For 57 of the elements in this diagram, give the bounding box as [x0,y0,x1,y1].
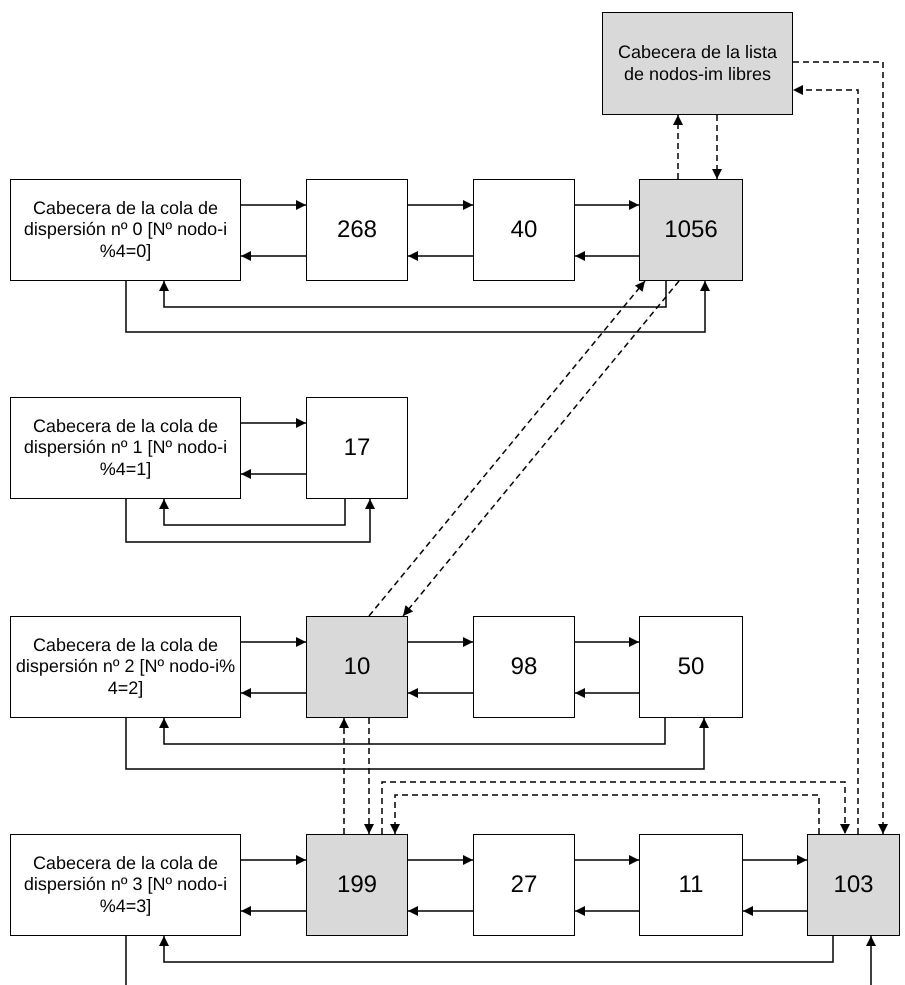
arrow [125,718,709,770]
arrow [159,281,667,308]
arrow [241,637,306,647]
arrow [241,906,306,916]
arrow [159,718,666,745]
arrow [241,855,306,865]
arrow [408,637,473,647]
arrow [408,200,473,210]
arrow [575,637,639,647]
dashed-arrow [390,794,820,834]
arrow [408,855,473,865]
arrow [408,688,473,698]
arrow [575,855,639,865]
arrow [743,906,807,916]
dashed-arrow [712,115,722,179]
arrow [575,200,639,210]
arrow [866,936,876,985]
arrow [575,251,639,261]
arrow [241,251,306,261]
list-node-box: 103 [807,834,900,936]
dashed-arrow [793,85,859,834]
arrow [125,499,375,543]
queue-header-box: Cabecera de la cola de dispersión nº 1 [Nº nodo-i %4=1] [10,397,241,499]
list-node-box: 268 [306,179,408,281]
list-header-box: Cabecera de la lista de nodos-im libres [602,12,793,115]
list-node-box: 27 [473,834,575,936]
arrow [743,855,807,865]
arrow [575,906,639,916]
arrow [241,200,306,210]
dashed-arrow [673,115,683,179]
list-node-box: 40 [473,179,575,281]
queue-header-box: Cabecera de la cola de dispersión nº 2 [Nº nodo-i% 4=2] [10,616,241,718]
arrow [125,281,710,333]
arrow [408,251,473,261]
list-node-box: 199 [306,834,408,936]
dashed-arrow [402,280,680,616]
arrow [159,499,346,526]
dashed-arrow [368,280,646,616]
list-node-box: 50 [639,616,743,718]
list-node-box: 1056 [639,179,743,281]
dashed-arrow [364,718,374,834]
arrow [241,418,306,428]
arrow [241,469,306,479]
list-node-box: 98 [473,616,575,718]
arrow [408,906,473,916]
arrow [241,688,306,698]
list-node-box: 17 [306,397,408,499]
arrow [159,936,834,963]
dashed-arrow [339,718,349,834]
dashed-arrow [381,781,850,834]
list-node-box: 11 [639,834,743,936]
queue-header-box: Cabecera de la cola de dispersión nº 3 [Nº nodo-i %4=3] [10,834,241,936]
queue-header-box: Cabecera de la cola de dispersión nº 0 [Nº nodo-i %4=0] [10,179,241,281]
line [125,936,127,985]
arrow [575,688,639,698]
dashed-arrow [793,61,888,834]
list-node-box: 10 [306,616,408,718]
